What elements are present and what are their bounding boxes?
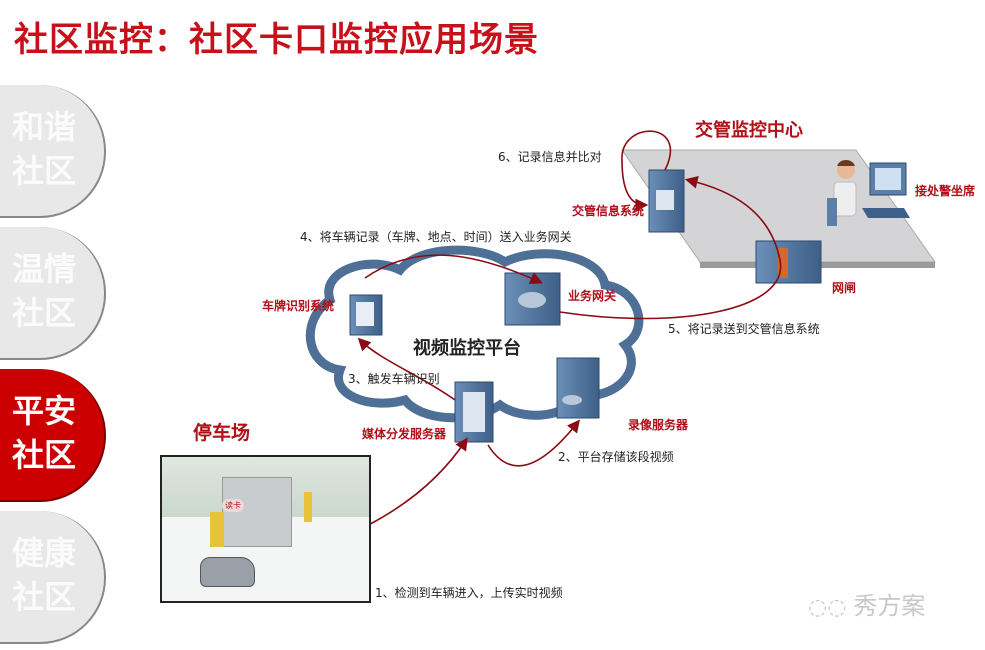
card-reader-label: 读卡 <box>222 499 244 512</box>
recording-server-icon <box>556 357 600 419</box>
plate-recognition-server-icon <box>349 294 383 336</box>
gatekeeper-icon <box>755 240 822 284</box>
tab-label: 社区 <box>12 152 77 190</box>
tab-label: 温情 <box>12 250 77 288</box>
tab-label: 社区 <box>12 436 77 474</box>
platform-label: 视频监控平台 <box>413 338 521 359</box>
business-gateway-label: 业务网关 <box>568 289 617 303</box>
tab-label: 平安 <box>12 392 77 430</box>
car-icon <box>200 557 255 587</box>
step1-label: 1、检测到车辆进入，上传实时视频 <box>375 586 563 600</box>
arrow-step6 <box>621 130 672 212</box>
gatekeeper-label: 网闸 <box>832 281 857 295</box>
plate-recognition-label: 车牌识别系统 <box>262 299 335 313</box>
parking-lot-image: 读卡 <box>160 455 371 603</box>
arrow-step2 <box>487 419 580 467</box>
traffic-info-label: 交管信息系统 <box>572 204 645 218</box>
tab-label: 和谐 <box>12 108 77 146</box>
operator-label: 接处警坐席 <box>915 184 976 198</box>
control-center-label: 交管监控中心 <box>695 120 803 141</box>
step2-label: 2、平台存储该段视频 <box>558 450 674 464</box>
traffic-info-server-icon <box>648 169 685 233</box>
watermark-text: 秀方案 <box>853 592 926 620</box>
operator-workstation-icon <box>827 159 910 226</box>
tab-label: 社区 <box>12 578 77 616</box>
step3-label: 3、触发车辆识别 <box>348 372 440 386</box>
tab-label: 社区 <box>12 294 77 332</box>
step5-label: 5、将记录送到交管信息系统 <box>668 322 820 336</box>
arrow-step5 <box>559 176 782 320</box>
sidebar-tab-warmth[interactable]: 温情社区 <box>0 227 106 360</box>
arrow-step4 <box>364 254 543 284</box>
wechat-icon: ◌◌ <box>808 595 854 620</box>
sidebar-tab-harmony[interactable]: 和谐社区 <box>0 85 106 218</box>
business-gateway-icon <box>504 272 561 326</box>
media-server-icon <box>454 381 494 443</box>
media-server-label: 媒体分发服务器 <box>362 427 447 441</box>
tab-label: 健康 <box>12 534 77 572</box>
sidebar-tab-safety[interactable]: 平安社区 <box>0 369 106 502</box>
arrow-step3 <box>357 337 456 401</box>
step6-label: 6、记录信息并比对 <box>498 150 602 164</box>
sidebar-tab-health[interactable]: 健康社区 <box>0 511 106 644</box>
step4-label: 4、将车辆记录（车牌、地点、时间）送入业务网关 <box>300 230 572 244</box>
page-title: 社区监控：社区卡口监控应用场景 <box>14 20 539 60</box>
parking-label: 停车场 <box>193 422 251 444</box>
watermark: ◌◌ 秀方案 <box>808 586 925 621</box>
recording-server-label: 录像服务器 <box>628 418 689 432</box>
